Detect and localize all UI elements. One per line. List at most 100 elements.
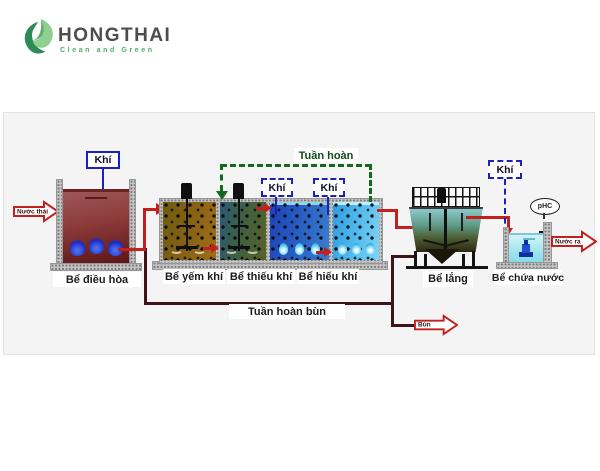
pipe-to-clarifier-v xyxy=(395,209,398,229)
mixer-impeller xyxy=(179,225,195,227)
sludge-return-line-up xyxy=(144,248,147,305)
anaerobic-tank-label: Bể yếm khí xyxy=(163,269,225,284)
air-line-3 xyxy=(327,197,329,215)
recirculation-label: Tuần hoàn xyxy=(294,148,358,163)
air-box-1-label: Khí xyxy=(94,154,112,166)
surface-mark xyxy=(523,238,535,240)
pipe-clarifier-out-v xyxy=(507,216,510,229)
pipe-eq-out-h2 xyxy=(146,208,157,211)
effluent-arrow-label: Nước ra xyxy=(555,238,581,245)
flow-stub xyxy=(256,207,265,210)
equalization-tank-label: Bể điều hòa xyxy=(53,272,141,287)
air-box-2-label: Khí xyxy=(268,181,286,194)
mixer-motor-anoxic xyxy=(233,183,244,199)
flow-arc xyxy=(225,246,238,254)
air-box-4-label: Khí xyxy=(496,163,514,176)
clarifier-leg xyxy=(414,251,417,267)
air-box-1: Khí xyxy=(86,151,120,169)
clarifier-bridge-truss xyxy=(412,187,480,207)
sludge-waste-arrow-label: Bùn xyxy=(418,321,431,329)
clarifier-leg xyxy=(472,251,475,267)
air-box-4: Khí xyxy=(488,160,522,179)
recirculation-arrowhead xyxy=(216,191,228,200)
sludge-drop-line xyxy=(391,255,394,327)
air-box-3: Khí xyxy=(313,178,345,197)
flow-arrow-2-3 xyxy=(264,203,272,213)
settling-tank-label: Bể lắng xyxy=(423,271,473,287)
leaf-logo-icon xyxy=(24,19,53,54)
pump-head xyxy=(524,240,528,245)
brand-name: HONGTHAI xyxy=(58,25,172,46)
flow-arc xyxy=(246,246,259,254)
anaerobic-tank-water xyxy=(163,202,216,260)
air-line-4 xyxy=(504,179,506,243)
surface-mark xyxy=(85,197,107,199)
mixer-impeller xyxy=(228,246,250,249)
clarifier-ground-line xyxy=(406,266,488,269)
air-box-3-label: Khí xyxy=(320,181,338,194)
air-bubble xyxy=(352,243,361,255)
mixer-motor-anaerobic xyxy=(181,183,192,199)
clarifier-body xyxy=(409,207,483,252)
feedwell-wall xyxy=(429,213,431,231)
storage-tank-water xyxy=(509,233,543,262)
air-bubble xyxy=(279,243,288,255)
recirculation-line-horizontal xyxy=(221,164,371,167)
clarifier-shaft xyxy=(444,209,447,249)
flow-stub xyxy=(316,251,325,254)
pump-body xyxy=(522,244,530,253)
aerobic-tank-2-water xyxy=(333,202,379,260)
influent-arrow-label: Nước thải xyxy=(17,208,48,215)
equalization-tank-water xyxy=(63,189,129,265)
recirculation-line-right xyxy=(369,164,372,202)
water-surface xyxy=(509,233,543,235)
feedwell-wall xyxy=(461,213,463,231)
sludge-line-under-clarifier xyxy=(391,255,417,258)
anoxic-tank-water xyxy=(220,202,266,260)
aeration-bubble xyxy=(108,239,123,256)
flow-stub xyxy=(203,247,212,250)
air-line-2 xyxy=(275,197,277,215)
clarifier-leg xyxy=(424,254,427,267)
clarifier-sludge-cone xyxy=(425,249,459,264)
clarifier-drive-motor xyxy=(437,188,446,203)
water-surface xyxy=(63,189,129,192)
clarifier-leg xyxy=(462,254,465,267)
aerobic-tank-label: Bể hiếu khí xyxy=(297,269,359,284)
ph-controller-label: pHC xyxy=(537,203,553,210)
brand-tagline: Clean and Green xyxy=(60,47,155,54)
pump-base xyxy=(519,252,533,257)
air-bubble xyxy=(295,243,304,255)
ph-controller-bubble: pHC xyxy=(530,198,560,215)
effluent-arrow: Nước ra xyxy=(551,230,597,253)
air-bubble xyxy=(311,243,320,255)
aeration-bubble xyxy=(70,239,85,256)
flow-arrow-1-2 xyxy=(211,243,219,253)
equalization-tank-wall-left xyxy=(56,179,63,265)
sludge-return-line-horizontal xyxy=(144,302,394,305)
air-bubble xyxy=(366,243,375,255)
pipe-to-clarifier-h1 xyxy=(377,209,398,212)
sludge-recirculation-label: Tuần hoàn bùn xyxy=(229,304,345,319)
influent-arrow: Nước thải xyxy=(13,200,59,223)
aeration-bubble xyxy=(89,237,104,254)
equalization-tank-wall-right xyxy=(129,179,136,265)
flow-arc xyxy=(170,246,183,254)
mixer-impeller xyxy=(231,225,247,227)
rake-arm xyxy=(445,239,469,247)
flow-arrow-3-4 xyxy=(324,247,332,257)
air-box-2: Khí xyxy=(261,178,293,197)
mixer-impeller xyxy=(176,246,198,249)
equalization-tank-base xyxy=(50,263,142,271)
storage-tank-label: Bể chứa nước xyxy=(491,270,565,285)
recirculation-line-left xyxy=(220,164,223,191)
aerobic-tank-1-water xyxy=(270,202,329,260)
air-bubble xyxy=(338,243,347,255)
pipe-clarifier-out-h xyxy=(466,216,510,219)
sludge-waste-arrow: Bùn xyxy=(414,314,458,336)
storage-tank-base xyxy=(496,262,558,269)
sludge-waste-line xyxy=(391,324,416,327)
pipe-eq-out-h xyxy=(118,248,146,251)
flow-arc xyxy=(193,246,206,254)
